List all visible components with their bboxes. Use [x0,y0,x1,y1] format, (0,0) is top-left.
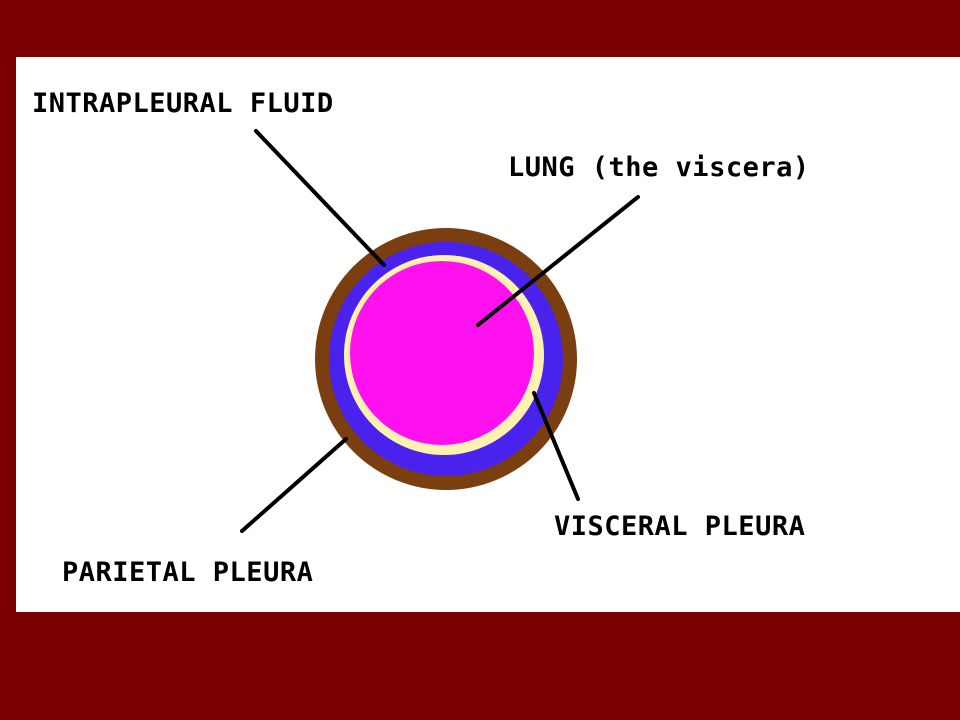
label-intrapleural-fluid: INTRAPLEURAL FLUID [32,88,334,119]
label-parietal-pleura: PARIETAL PLEURA [62,557,314,588]
diagram-panel: INTRAPLEURAL FLUID LUNG (the viscera) VI… [16,57,960,612]
lung-core [350,261,534,445]
label-lung: LUNG (the viscera) [508,152,810,183]
leader-line-lung [476,195,640,327]
leader-line-parietal-pleura [240,437,348,533]
label-visceral-pleura: VISCERAL PLEURA [554,511,806,542]
leader-line-intrapleural-fluid [254,129,386,267]
leader-line-visceral-pleura [532,391,580,501]
pleura-diagram [240,129,640,533]
